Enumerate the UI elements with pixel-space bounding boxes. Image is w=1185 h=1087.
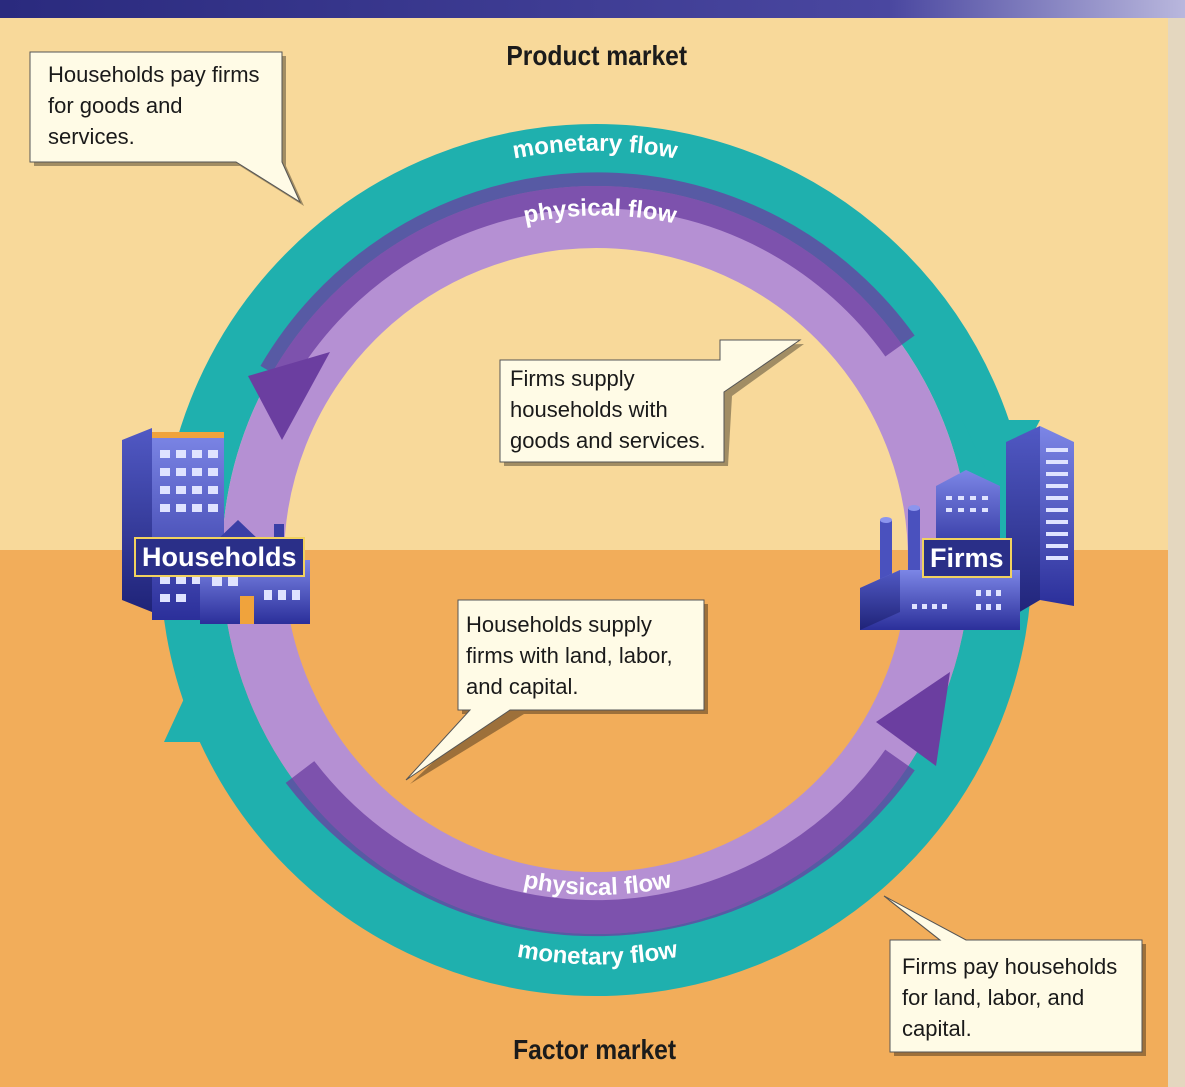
callout-firms-supply	[499, 339, 804, 466]
callout-households-pay	[29, 51, 304, 206]
apartment-building-icon	[122, 428, 310, 624]
callout-text-firms-pay: Firms pay households for land, labor, an…	[902, 954, 1118, 1041]
product-market-title: Product market	[506, 40, 688, 71]
factory-skyscraper-icon	[860, 426, 1074, 630]
firms-label: Firms	[922, 538, 1012, 578]
arrow-physical-bottom-right	[876, 672, 950, 766]
physical-flow-arc-bottom	[285, 749, 915, 937]
callout-text-households-supply: Households supply firms with land, labor…	[466, 612, 673, 699]
header-band	[0, 0, 1185, 18]
callout-firms-pay	[883, 895, 1146, 1056]
factor-market-title: Factor market	[513, 1034, 677, 1065]
arrow-physical-top-left	[248, 352, 330, 440]
callout-text-firms-supply: Firms supply households with goods and s…	[510, 366, 706, 453]
callout-text-households-pay: Households pay firms for goods and servi…	[48, 62, 260, 149]
callout-households-supply	[405, 599, 708, 784]
physical-flow-arc-top	[260, 172, 915, 385]
right-strip	[1168, 0, 1185, 1087]
arrow-monetary-bottom-left	[164, 664, 240, 742]
households-label: Households	[134, 537, 305, 577]
